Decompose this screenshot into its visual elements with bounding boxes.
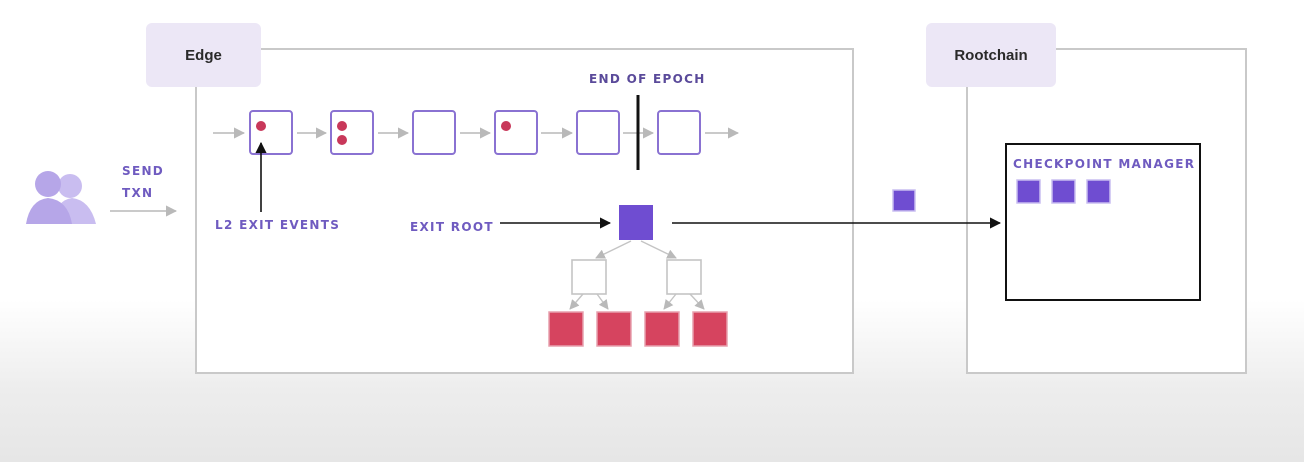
block-1 — [249, 110, 293, 155]
send-txn-label-line2: TXN — [122, 186, 154, 200]
send-txn-label-line1: SEND — [122, 164, 165, 178]
in-transit-root-square — [892, 189, 916, 212]
merkle-leaf — [644, 311, 680, 347]
checkpoint-square — [1051, 179, 1076, 204]
merkle-leaf — [548, 311, 584, 347]
merkle-node — [571, 259, 607, 295]
edge-tab: Edge — [146, 23, 261, 87]
checkpoint-square — [1086, 179, 1111, 204]
exit-event-dots — [256, 121, 511, 145]
event-dot — [501, 121, 511, 131]
end-of-epoch-label: END OF EPOCH — [589, 72, 706, 86]
checkpoint-squares — [1016, 179, 1111, 204]
block-4 — [494, 110, 538, 155]
checkpoint-manager-box — [1005, 143, 1201, 301]
exit-root-label: EXIT ROOT — [410, 220, 494, 234]
edge-panel — [195, 48, 854, 374]
event-dot — [337, 121, 347, 131]
block-6 — [657, 110, 701, 155]
user-icon — [26, 171, 96, 224]
merkle-node — [666, 259, 702, 295]
l2-exit-events-label: L2 EXIT EVENTS — [215, 218, 341, 232]
event-dot — [337, 135, 347, 145]
edge-title: Edge — [185, 46, 222, 64]
merkle-intermediate-nodes — [571, 259, 702, 295]
block-5 — [576, 110, 620, 155]
rootchain-tab: Rootchain — [926, 23, 1056, 87]
rootchain-title: Rootchain — [954, 46, 1028, 64]
merkle-tree-edges — [569, 240, 705, 310]
merkle-leaf — [596, 311, 632, 347]
block-3 — [412, 110, 456, 155]
event-dot — [256, 121, 266, 131]
merkle-leaf — [692, 311, 728, 347]
merkle-leaves — [548, 311, 728, 347]
checkpoint-square — [1016, 179, 1041, 204]
exit-root-node — [619, 205, 653, 240]
block-2 — [330, 110, 374, 155]
checkpoint-manager-label: CHECKPOINT MANAGER — [1013, 157, 1196, 171]
